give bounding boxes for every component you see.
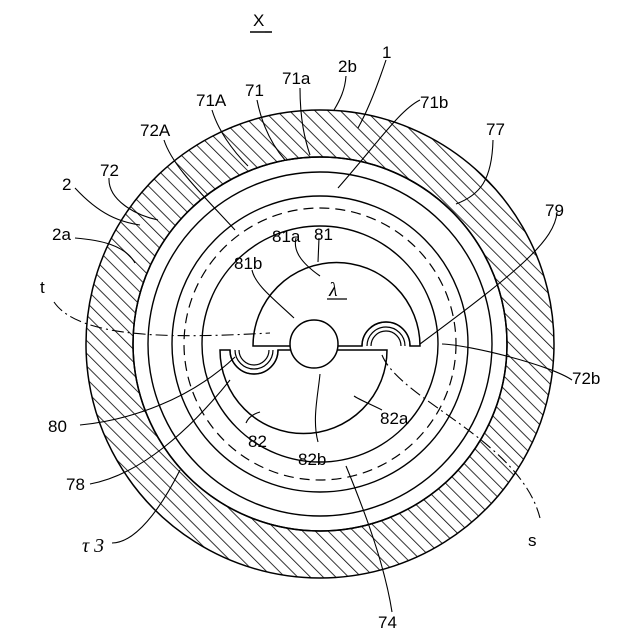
label-t: t <box>40 278 45 297</box>
label-2a: 2a <box>52 225 71 244</box>
label-lambda: λ <box>328 279 338 301</box>
label-79: 79 <box>545 201 564 220</box>
groove-80-inner <box>239 350 269 365</box>
label-82a: 82a <box>380 409 409 428</box>
label-78: 78 <box>66 475 85 494</box>
label-74: 74 <box>378 613 397 632</box>
center-hub <box>290 320 338 368</box>
label-81: 81 <box>314 225 333 244</box>
label-s: s <box>528 531 537 550</box>
label-82: 82 <box>248 432 267 451</box>
label-71a: 71a <box>282 69 311 88</box>
label-71: 71 <box>245 81 264 100</box>
label-view: X <box>253 11 264 30</box>
label-72b: 72b <box>572 369 600 388</box>
label-tau3: τ 3 <box>82 535 104 557</box>
label-1: 1 <box>382 43 391 62</box>
groove-79-inner <box>371 331 401 346</box>
label-71b: 71b <box>420 93 448 112</box>
label-80: 80 <box>48 417 67 436</box>
label-81a: 81a <box>272 227 301 246</box>
label-2: 2 <box>62 175 71 194</box>
label-82b: 82b <box>298 450 326 469</box>
label-2b: 2b <box>338 57 357 76</box>
groove-79-mid <box>367 327 405 346</box>
label-72A: 72A <box>140 121 171 140</box>
label-72: 72 <box>100 161 119 180</box>
label-71A: 71A <box>196 91 227 110</box>
groove-80-mid <box>235 350 273 369</box>
label-77: 77 <box>486 120 505 139</box>
label-81b: 81b <box>234 254 262 273</box>
